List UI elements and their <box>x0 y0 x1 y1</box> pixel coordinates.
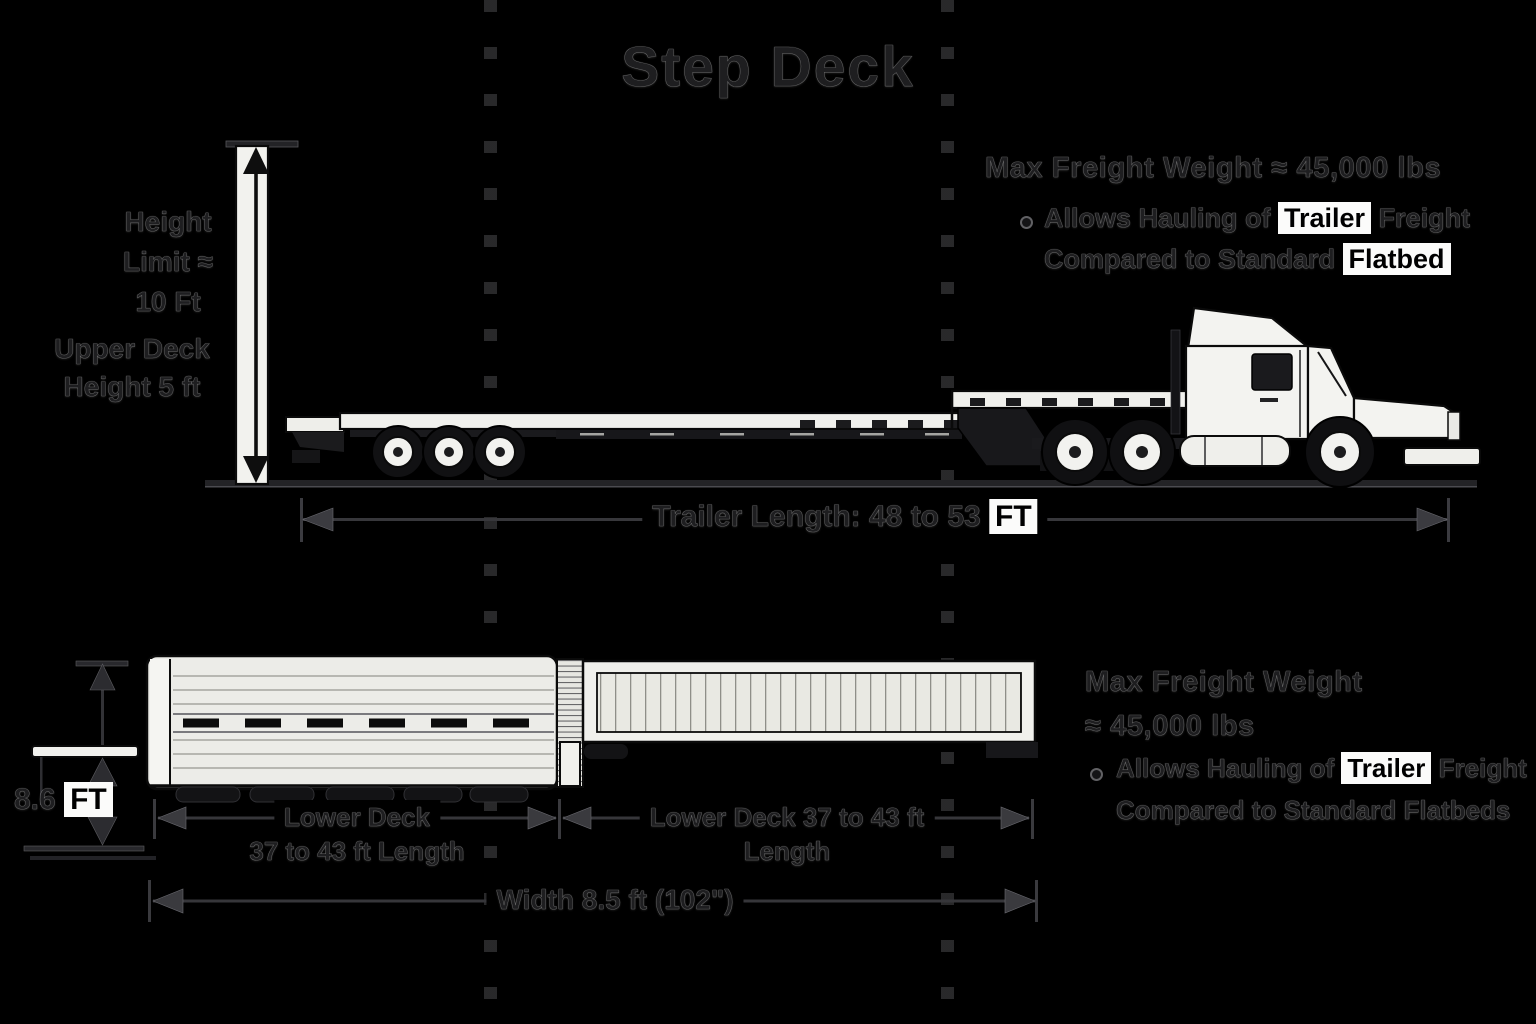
hauling-note-side-line2: Compared to Standard Flatbed <box>1044 243 1451 275</box>
bullet-icon <box>1090 768 1103 781</box>
lower-deck-left-line1: Lower Deck <box>274 800 440 834</box>
deck-height-unit: FT <box>64 782 113 817</box>
height-limit-line2: Limit ≈ <box>122 246 214 277</box>
max-weight-label-top-line2: ≈ 45,000 lbs <box>1085 710 1255 742</box>
lower-deck-left-dim-label: Lower Deck 37 to 43 ft Length <box>249 800 465 868</box>
hauling-note-side-line1: Allows Hauling of Trailer Freight <box>1044 202 1471 234</box>
lower-deck-left-line2: 37 to 43 ft Length <box>249 836 465 866</box>
height-limit-post <box>225 140 299 486</box>
highlighted-word-trailer: Trailer <box>1278 202 1372 234</box>
note-text: Allows Hauling of <box>1116 753 1342 783</box>
bullet-icon <box>1020 216 1033 229</box>
note-text: Freight <box>1431 753 1527 783</box>
front-bumper <box>1403 447 1481 466</box>
side-view-group <box>205 140 1481 542</box>
top-view-group <box>23 654 1038 922</box>
top-view-lower-deck <box>145 654 559 803</box>
upper-deck-height-label: Upper Deck Height 5 ft <box>36 330 228 406</box>
top-view-height-dimension <box>23 660 156 860</box>
deck-height-value: 8.6 <box>14 783 56 816</box>
ground-line <box>205 480 1477 486</box>
ground-line-highlight <box>205 486 1477 488</box>
note-text: Compared to Standard <box>1044 244 1343 274</box>
lower-deck-right-line2: Length <box>743 836 831 866</box>
highlighted-word-trailer: Trailer <box>1341 752 1432 784</box>
max-weight-label-side: Max Freight Weight ≈ 45,000 lbs <box>985 152 1442 184</box>
page-title: Step Deck <box>621 35 915 99</box>
trailer-lower-deck <box>285 411 966 463</box>
trailer-length-unit: FT <box>989 499 1038 534</box>
trailer-wheels <box>371 425 527 479</box>
trailer-upper-deck <box>950 389 1200 467</box>
hauling-note-top-line1: Allows Hauling of Trailer Freight <box>1116 752 1527 784</box>
top-view-upper-deck <box>556 658 1038 788</box>
trailer-length-text: Trailer Length: 48 to 53 <box>652 500 981 533</box>
deck-height-label: 8.6 FT <box>14 782 113 817</box>
roof-fairing <box>1186 306 1312 350</box>
exhaust-stack <box>1170 329 1181 435</box>
truck-tractor <box>1032 306 1481 488</box>
upper-deck-line2: Height 5 ft <box>63 371 201 402</box>
width-dim-label: Width 8.5 ft (102") <box>486 884 744 916</box>
upper-deck-line1: Upper Deck <box>54 333 210 364</box>
max-weight-label-top-line1: Max Freight Weight <box>1085 666 1363 698</box>
highlighted-word-flatbed: Flatbed <box>1342 243 1451 275</box>
note-text: Allows Hauling of <box>1044 203 1278 233</box>
cab-window <box>1251 353 1293 391</box>
height-limit-line1: Height <box>124 206 212 237</box>
height-limit-label: Height Limit ≈ 10 Ft <box>100 202 236 322</box>
note-text: Freight <box>1371 203 1471 233</box>
height-limit-line3: 10 Ft <box>135 286 201 317</box>
lower-deck-right-line1: Lower Deck 37 to 43 ft <box>639 800 935 834</box>
hauling-note-top-line2: Compared to Standard Flatbeds <box>1116 795 1511 825</box>
fuel-tank <box>1179 435 1291 467</box>
trailer-length-label: Trailer Length: 48 to 53 FT <box>642 499 1048 534</box>
lower-deck-right-dim-label: Lower Deck 37 to 43 ft Length <box>639 800 935 868</box>
